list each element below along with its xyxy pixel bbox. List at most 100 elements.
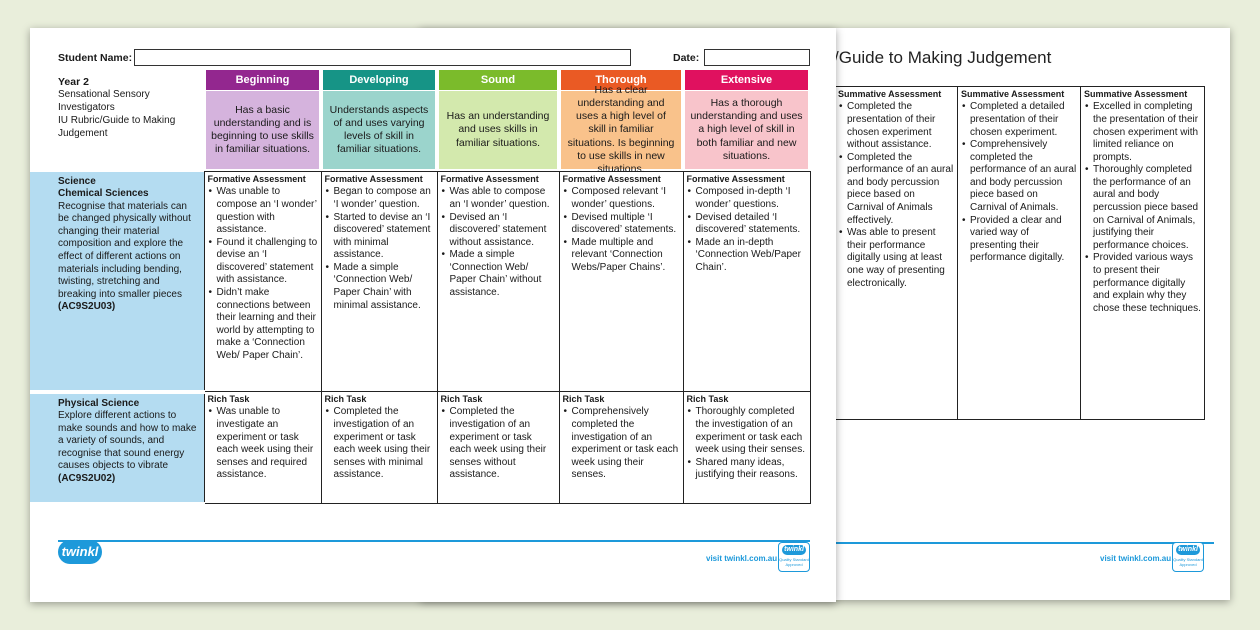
- cell-heading: Rich Task: [562, 394, 605, 404]
- science-row: Science Chemical Sciences Recognise that…: [30, 171, 811, 394]
- rubric-info: Year 2 Sensational Sensory Investigators…: [30, 70, 204, 172]
- front-badge-text: Quality Standard Approved: [779, 557, 809, 567]
- rubric-cell: Rich TaskComprehensively completed the i…: [558, 391, 684, 504]
- bullet-item: Was able to compose an ‘I wonder’ questi…: [441, 186, 556, 211]
- rubric-cell: Formative AssessmentWas able to compose …: [436, 171, 560, 392]
- criteria-list: Composed relevant ‘I wonder’ questions.D…: [563, 186, 680, 274]
- level-heading: Thorough: [561, 70, 681, 90]
- criteria-list: Composed in-depth ‘I wonder’ questions.D…: [687, 186, 807, 274]
- bullet-item: Completed the performance of an aural an…: [838, 152, 954, 228]
- level-heading: Beginning: [206, 70, 319, 90]
- bullet-item: Completed the investigation of an experi…: [325, 406, 434, 482]
- unit-title: Sensational Sensory Investigators: [58, 89, 150, 114]
- rubric-cell: Rich TaskCompleted the investigation of …: [320, 391, 438, 504]
- criteria-list: Completed the investigation of an experi…: [325, 406, 434, 482]
- criteria-list: Was unable to investigate an experiment …: [208, 406, 318, 482]
- bullet-item: Comprehensively completed the performanc…: [961, 139, 1077, 215]
- rubric-cell: Formative AssessmentComposed in-depth ‘I…: [682, 171, 811, 392]
- cell-heading: Rich Task: [686, 394, 729, 404]
- level-description: Has a thorough understanding and uses a …: [685, 91, 808, 169]
- level-description: Understands aspects of and uses varying …: [323, 91, 435, 169]
- bullet-item: Began to compose an ‘I wonder’ question.: [325, 186, 434, 211]
- curriculum-code: (AC9S2U02): [58, 473, 116, 485]
- back-badge-text: Quality Standard Approved: [1173, 557, 1203, 567]
- rubric-cell: Formative AssessmentBegan to compose an …: [320, 171, 438, 392]
- back-visit-link[interactable]: visit twinkl.com.au: [1100, 554, 1172, 563]
- criteria-list: Comprehensively completed the investigat…: [563, 406, 680, 482]
- level-description: Has a clear understanding and uses a hig…: [561, 84, 681, 175]
- curriculum-code: (AC9S2U03): [58, 301, 116, 313]
- criteria-list: Completed the investigation of an experi…: [441, 406, 556, 482]
- summative-row: Summative AssessmentCompleted the presen…: [834, 86, 1205, 420]
- date-field[interactable]: [704, 49, 810, 66]
- bullet-item: Started to devise an ‘I discovered’ stat…: [325, 212, 434, 262]
- science-descriptor: Science Chemical Sciences Recognise that…: [30, 171, 204, 394]
- front-badge-logo: twinkl: [782, 545, 806, 555]
- student-name-field[interactable]: [134, 49, 631, 66]
- rubric-title: IU Rubric/Guide to Making Judgement: [58, 115, 176, 139]
- bullet-item: Composed relevant ‘I wonder’ questions.: [563, 186, 680, 211]
- cell-heading: Summative Assessment: [1084, 89, 1188, 99]
- front-page: Student Name: Date: Year 2 Sensational S…: [30, 28, 836, 602]
- cell-heading: Formative Assessment: [207, 174, 306, 184]
- bullet-item: Excelled in completing the presentation …: [1084, 101, 1201, 164]
- rubric-cell: Rich TaskWas unable to investigate an ex…: [203, 391, 322, 504]
- front-quality-badge: twinkl Quality Standard Approved: [778, 542, 810, 572]
- back-badge-logo: twinkl: [1176, 545, 1200, 555]
- summative-list: Excelled in completing the presentation …: [1084, 101, 1201, 315]
- front-visit-link[interactable]: visit twinkl.com.au: [706, 554, 778, 563]
- front-footer-line: [58, 540, 810, 542]
- cell-heading: Rich Task: [440, 394, 483, 404]
- cell-heading: Summative Assessment: [838, 89, 942, 99]
- student-name-label: Student Name:: [58, 52, 133, 64]
- cell-heading: Summative Assessment: [961, 89, 1065, 99]
- criteria-list: Was unable to compose an ‘I wonder’ ques…: [208, 186, 318, 362]
- back-page-title: /Guide to Making Judgement: [834, 48, 1052, 67]
- bullet-item: Completed the investigation of an experi…: [441, 406, 556, 482]
- rubric-cell: Formative AssessmentComposed relevant ‘I…: [558, 171, 684, 392]
- bullet-item: Made a simple ‘Connection Web/ Paper Cha…: [441, 249, 556, 299]
- bullet-item: Didn’t make connections between their le…: [208, 287, 318, 363]
- bullet-item: Made an in-depth ‘Connection Web/Paper C…: [687, 237, 807, 275]
- bullet-item: Made a simple ‘Connection Web/ Paper Cha…: [325, 262, 434, 312]
- content-descriptor: Explore different actions to make sounds…: [58, 410, 197, 472]
- bullet-item: Shared many ideas, justifying their reas…: [687, 457, 807, 482]
- bullet-item: Found it challenging to devise an ‘I dis…: [208, 237, 318, 287]
- back-quality-badge: twinkl Quality Standard Approved: [1172, 542, 1204, 572]
- summative-table: Summative AssessmentCompleted the presen…: [834, 86, 1205, 420]
- physical-science-descriptor: Physical Science Explore different actio…: [30, 391, 204, 506]
- summative-cell: Summative AssessmentCompleted a detailed…: [957, 86, 1081, 420]
- level-heading: Sound: [439, 70, 557, 90]
- back-footer-line: [834, 542, 1214, 544]
- bullet-item: Was unable to compose an ‘I wonder’ ques…: [208, 186, 318, 236]
- rubric-table: Year 2 Sensational Sensory Investigators…: [30, 70, 811, 506]
- cell-heading: Rich Task: [207, 394, 250, 404]
- bullet-item: Thoroughly completed the performance of …: [1084, 164, 1201, 252]
- criteria-list: Began to compose an ‘I wonder’ question.…: [325, 186, 434, 312]
- subject-label: Science: [58, 175, 96, 187]
- bullet-item: Provided various ways to present their p…: [1084, 252, 1201, 315]
- physical-science-row: Physical Science Explore different actio…: [30, 391, 811, 506]
- bullet-item: Comprehensively completed the investigat…: [563, 406, 680, 482]
- bullet-item: Devised detailed ‘I discovered’ statemen…: [687, 212, 807, 237]
- summative-list: Completed a detailed presentation of the…: [961, 101, 1077, 265]
- bullet-item: Composed in-depth ‘I wonder’ questions.: [687, 186, 807, 211]
- criteria-list: Thoroughly completed the investigation o…: [687, 406, 807, 482]
- strand-label: Chemical Sciences: [58, 188, 149, 200]
- rubric-cell: Rich TaskThoroughly completed the invest…: [682, 391, 811, 504]
- cell-heading: Formative Assessment: [440, 174, 539, 184]
- rubric-cell: Rich TaskCompleted the investigation of …: [436, 391, 560, 504]
- content-descriptor: Recognise that materials can be changed …: [58, 200, 191, 300]
- bullet-item: Completed the presentation of their chos…: [838, 101, 954, 151]
- bullet-item: Was able to present their performance di…: [838, 227, 954, 290]
- level-heading: Developing: [323, 70, 435, 90]
- level-description: Has an understanding and uses skills in …: [439, 91, 557, 169]
- level-thorough: ThoroughHas a clear understanding and us…: [559, 70, 683, 175]
- bullet-item: Made multiple and relevant ‘Connection W…: [563, 237, 680, 275]
- level-heading: Extensive: [685, 70, 808, 90]
- cell-heading: Rich Task: [324, 394, 367, 404]
